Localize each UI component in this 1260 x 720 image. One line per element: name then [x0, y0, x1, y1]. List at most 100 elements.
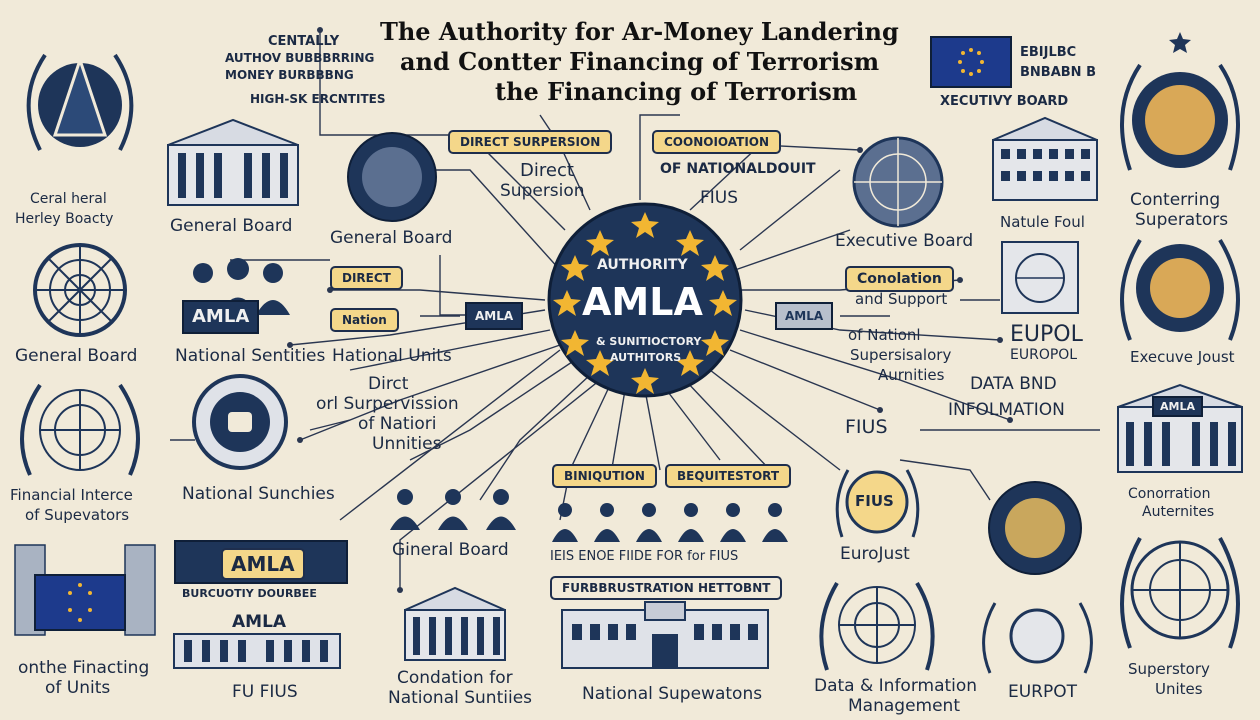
globe-laurel-icon-2	[20, 383, 140, 476]
header-right-3: XECUTIVY BOARD	[940, 94, 1069, 109]
label-data-info-1: Data & Information	[814, 676, 978, 696]
tag-direct: DIRECT	[330, 266, 403, 290]
label-direct: Direct	[520, 160, 574, 181]
tag-furbbrustration: FURBBRUSTRATION HETTOBNT	[550, 576, 783, 600]
label-infolmation: INFOLMATION	[948, 400, 1065, 420]
tag-coordination: COONOIOATION	[652, 130, 782, 154]
tag-direct-supervision: DIRECT SURPERSION	[448, 130, 613, 154]
eurpot-laurel-icon	[982, 602, 1093, 674]
label-general-board-1: General Board	[15, 346, 138, 366]
amla-right-building-icon	[1117, 383, 1243, 473]
label-superstory-1: Superstory	[1128, 660, 1210, 678]
eu-building-flag-icon	[14, 544, 156, 636]
label-superstory-2: Unites	[1155, 680, 1203, 698]
tag-biniqution: BINIQUTION	[552, 464, 657, 488]
label-superpsion: Supersion	[500, 181, 585, 201]
label-supervators: Superators	[1135, 210, 1229, 230]
executive-globe-icon	[852, 136, 944, 228]
label-data-bnd: DATA BND	[970, 374, 1057, 394]
header-left-3: MONEY BURBBBNG	[225, 68, 354, 82]
label-fius-top: FIUS	[700, 188, 739, 208]
label-national-supewatons: National Supewatons	[582, 684, 763, 704]
amla-small-building-icon	[404, 586, 506, 661]
eupol-globe-icon	[1001, 241, 1079, 314]
globe-laurel-icon	[33, 243, 127, 337]
conterring-seal-icon	[1120, 32, 1240, 171]
label-natule-foul: Natule Foul	[1000, 213, 1085, 231]
natule-building-icon	[992, 116, 1098, 201]
label-unnities: Unnities	[372, 434, 442, 454]
label-national-sunchies: National Sunchies	[182, 484, 335, 504]
label-general-board-4: Gineral Board	[392, 540, 509, 560]
amla-box-left: AMLA	[465, 302, 524, 330]
amla-seal-icon	[347, 132, 437, 222]
eu-flag-icon	[930, 36, 1012, 88]
label-condation-1: Condation for	[397, 668, 513, 688]
fius-badge-label: FIUS	[855, 492, 894, 510]
label-financial-2: of Supevators	[25, 506, 130, 524]
title-line-1: The Authority for Ar-Money Landering	[380, 17, 899, 46]
center-sub-2: AUTHITORS	[610, 351, 682, 364]
amla-box-right: AMLA	[775, 302, 834, 330]
label-aurnities: Aurnities	[878, 366, 945, 384]
header-right-2: BNBABN B	[1020, 65, 1096, 80]
label-dirct: Dirct	[368, 374, 409, 394]
label-fius-mid: FIUS	[845, 416, 888, 438]
center-amla: AMLA	[582, 280, 703, 324]
label-executive-board: Executive Board	[835, 231, 974, 251]
data-globe-laurel-icon	[819, 581, 935, 671]
title-line-3: the Financing of Terrorism	[495, 77, 858, 106]
header-left-1: CENTALLY	[268, 34, 340, 49]
long-building-icon	[173, 633, 341, 669]
label-onthe-1: onthe Finacting	[18, 658, 150, 678]
amla-center-circle	[547, 202, 743, 398]
people-row-icon-left	[390, 489, 516, 530]
national-supervisors-building-icon	[561, 601, 769, 669]
people-row-icon-right	[552, 503, 788, 542]
eupol-round-seal-icon	[988, 481, 1082, 575]
label-hational-units: Hational Units	[332, 346, 452, 366]
label-amla-building: AMLA	[232, 612, 287, 632]
eu-seal-icon	[192, 374, 288, 470]
label-condation-2: National Suntiies	[388, 688, 533, 708]
label-general-board-2: General Board	[170, 216, 293, 236]
laurel-triangle-emblem-icon	[26, 53, 134, 151]
center-sub-1: & SUNITIOCTORY	[596, 335, 702, 348]
general-board-building-icon	[167, 118, 299, 206]
header-left-2: AUTHOV BUBBBRRING	[225, 51, 375, 65]
label-or-surpervission: orl Surpervission	[316, 394, 459, 414]
label-eupol: EUPOL	[1010, 322, 1083, 347]
header-right-1: EBIJLBC	[1020, 45, 1077, 60]
label-burcuotiy: BURCUOTIY DOURBEE	[182, 587, 317, 600]
label-herley-boacty: Herley Boacty	[15, 211, 114, 227]
label-and-support: and Support	[855, 290, 948, 308]
center-authority: AUTHORITY	[597, 257, 688, 273]
amla-banner-label: AMLA	[221, 548, 305, 580]
fius-laurel-seal-icon	[835, 469, 920, 538]
label-auterniters: Auternites	[1142, 504, 1215, 520]
label-fius-bottom-row: IEIS ENOE FIIDE FOR for FIUS	[550, 549, 739, 564]
amla-banner: AMLA	[174, 540, 348, 584]
tag-conolation: Conolation	[845, 266, 954, 292]
label-supersisalory: Supersisalory	[850, 346, 952, 364]
label-financial-1: Financial Interce	[10, 486, 133, 504]
label-of-natiori: of Natiori	[358, 414, 437, 434]
label-national-fiu: OF NATIONALDOUIT	[660, 161, 816, 177]
tag-beuitestort: BEQUITESTORT	[665, 464, 792, 488]
label-conterring: Conterring	[1130, 190, 1221, 210]
label-onthe-2: of Units	[45, 678, 111, 698]
label-data-info-2: Management	[848, 696, 960, 716]
superstory-seal-icon	[1120, 537, 1240, 649]
title-line-2: and Contter Financing of Terrorism	[400, 47, 880, 76]
label-fu-fius: FU FIUS	[232, 682, 298, 702]
header-left-4: HIGH-SK ERCNTITES	[250, 92, 386, 106]
label-national-sentities: National Sentities	[175, 346, 326, 366]
label-of-nationl: of Nationl	[848, 326, 921, 344]
label-eurpot: EURPOT	[1008, 682, 1078, 702]
label-general-board-3: General Board	[330, 228, 453, 248]
label-eupol-small: EUROPOL	[1010, 347, 1078, 363]
tag-nation: Nation	[330, 308, 399, 332]
label-ceral-heral: Ceral heral	[30, 191, 107, 207]
execuve-seal-icon	[1120, 238, 1240, 341]
